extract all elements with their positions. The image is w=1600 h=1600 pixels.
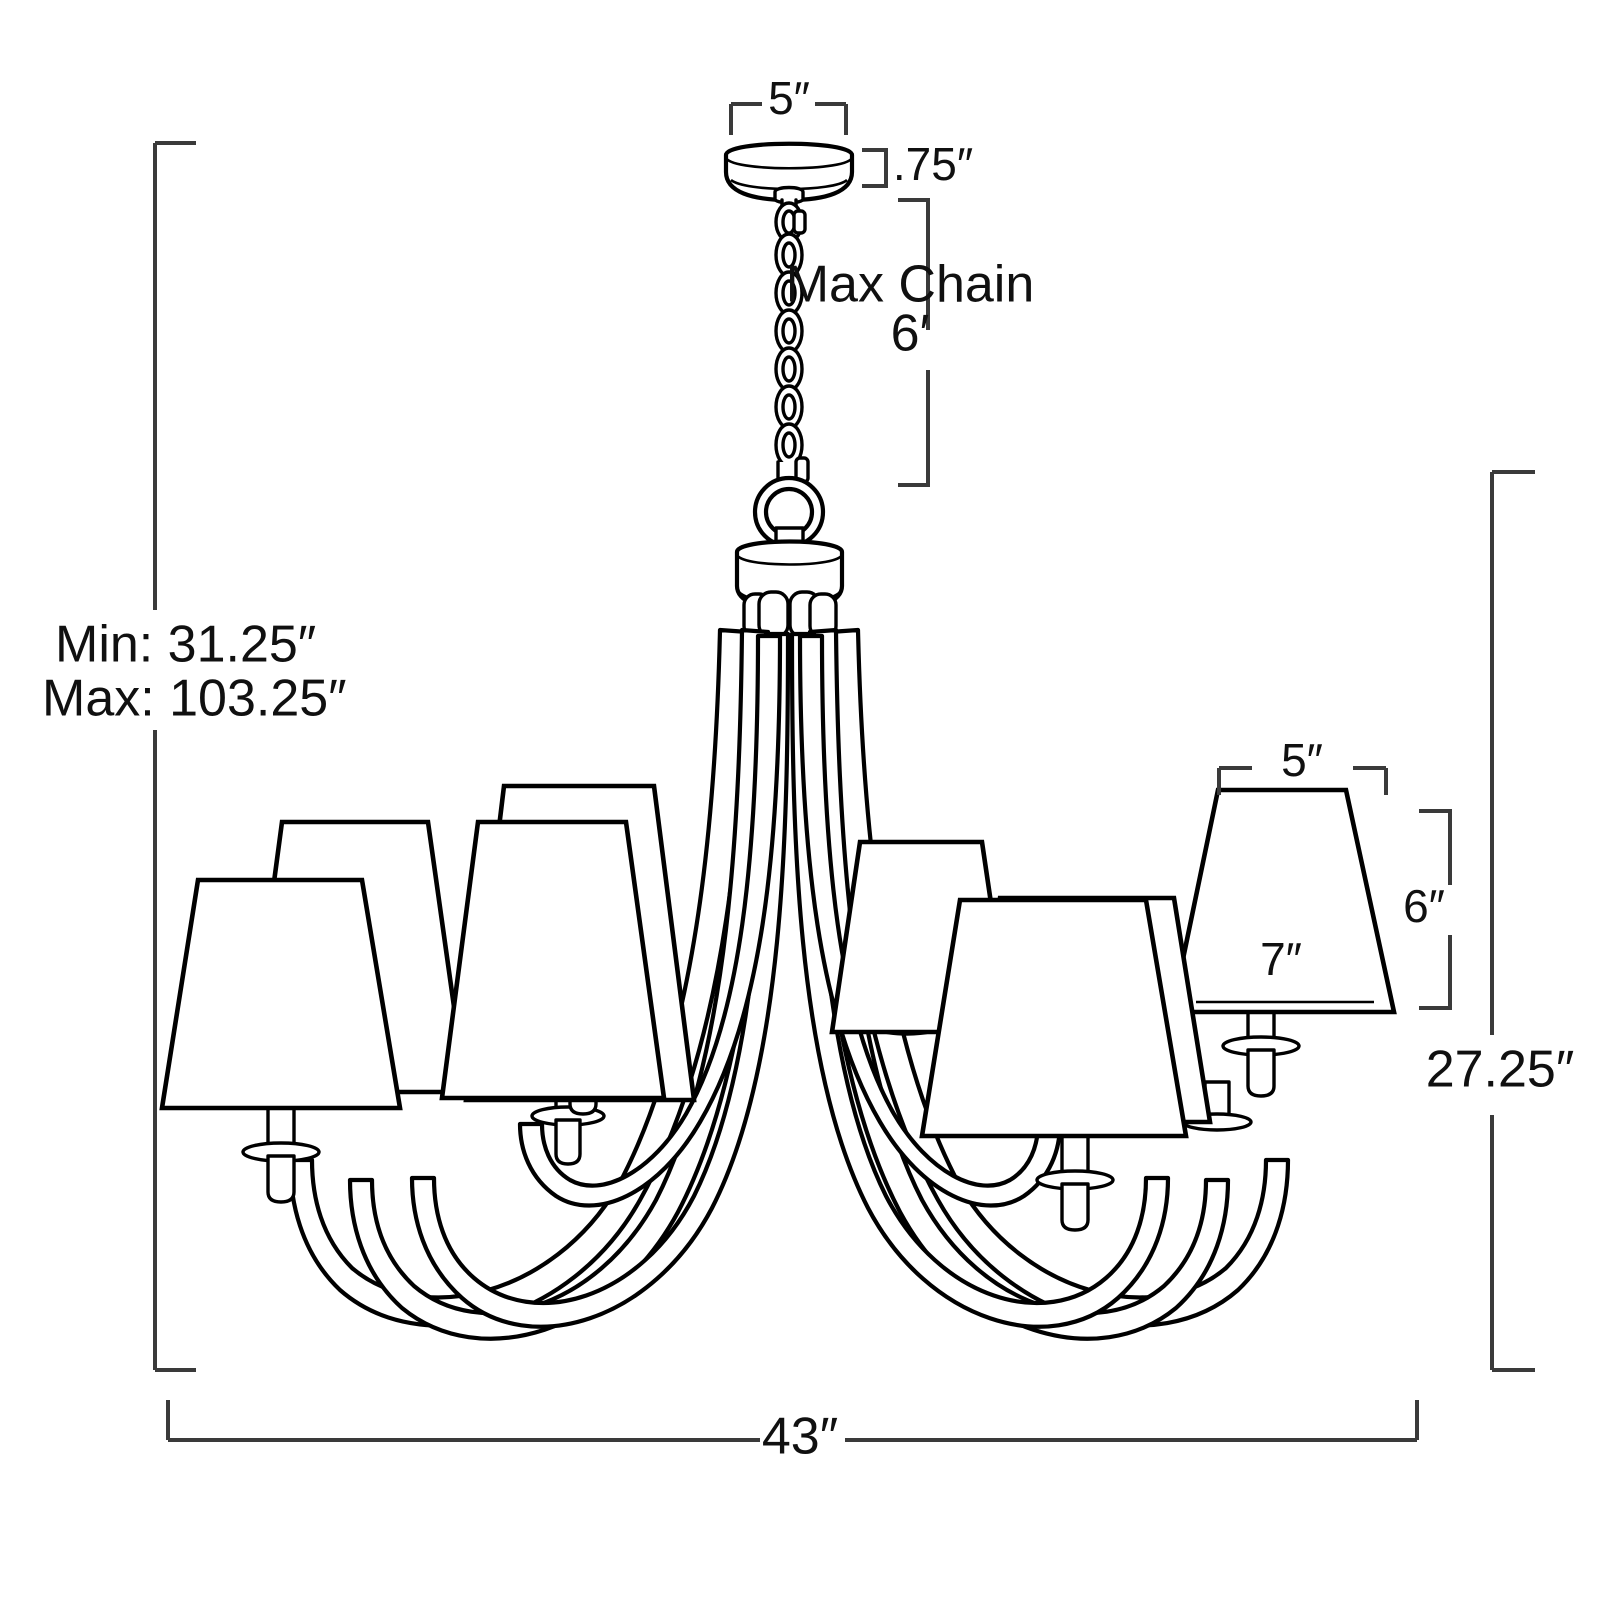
socket-front-right-base bbox=[1060, 1182, 1090, 1232]
shade-front-left bbox=[159, 877, 403, 1111]
center-column bbox=[734, 539, 845, 639]
chain-link-5-inner bbox=[781, 355, 797, 383]
arm-right-3 bbox=[789, 631, 1171, 1329]
overall-height-label-mask bbox=[40, 610, 300, 730]
overall-height-max-label: Max: 103.25″ bbox=[42, 670, 347, 728]
chain-link-4-inner bbox=[781, 317, 797, 345]
arm-left-4 bbox=[517, 633, 783, 1208]
canopy-body bbox=[723, 141, 855, 203]
body-height-label: 27.25″ bbox=[1426, 1041, 1575, 1099]
suspension-ring bbox=[752, 475, 826, 549]
socket-far-right-base bbox=[1246, 1048, 1276, 1098]
canopy-height-dimension: .75″ bbox=[862, 138, 973, 190]
socket-far-right bbox=[1221, 998, 1301, 1098]
shade-left-2 bbox=[439, 819, 667, 1101]
canopy-width-label: 5″ bbox=[768, 72, 810, 124]
max-chain-lower-lead bbox=[898, 370, 930, 487]
chain-link-2-inner bbox=[781, 241, 797, 269]
max-chain-dimension: Max Chain 6′ bbox=[786, 198, 1035, 487]
max-chain-label: Max Chain bbox=[786, 256, 1035, 314]
chain-link-6-inner bbox=[781, 393, 797, 421]
shade-height-dimension: 6″ bbox=[1403, 809, 1452, 1010]
socket-back-left-base bbox=[554, 1118, 582, 1166]
chain-link-1-side bbox=[792, 209, 807, 235]
shade-far-right bbox=[1169, 787, 1397, 1015]
column-drum-top-ellipse bbox=[735, 553, 844, 566]
canopy-width-left-tick bbox=[729, 102, 762, 135]
socket-front-left-base bbox=[266, 1154, 296, 1204]
shade-top-width-right-tick bbox=[1353, 766, 1388, 795]
arm-group bbox=[287, 627, 1291, 1341]
shade-top-width-left-tick bbox=[1217, 766, 1252, 795]
max-chain-upper-lead bbox=[898, 198, 930, 330]
shade-front-right bbox=[919, 897, 1189, 1139]
canopy bbox=[723, 141, 855, 205]
shade-bottom-width-label: 7″ bbox=[1260, 933, 1302, 985]
canopy-width-right-tick bbox=[815, 102, 848, 135]
shade-height-lower-lead bbox=[1419, 935, 1452, 1010]
body-height-dimension: 27.25″ bbox=[1400, 470, 1600, 1372]
shade-height-upper-lead bbox=[1419, 809, 1452, 885]
canopy-height-bracket bbox=[862, 148, 888, 188]
chain-link-7-inner bbox=[781, 431, 797, 459]
overall-height-min-label: Min: 31.25″ bbox=[55, 616, 316, 674]
overall-width-label: 43″ bbox=[762, 1408, 838, 1466]
shade-bottom-width-dimension: 7″ bbox=[1260, 933, 1302, 985]
shade-group bbox=[159, 783, 1397, 1139]
chain-link-3-inner bbox=[781, 279, 797, 307]
overall-height-dimension: Min: 31.25″ Max: 103.25″ bbox=[40, 141, 347, 1372]
shade-top-width-dimension: 5″ bbox=[1217, 734, 1388, 795]
max-chain-value: 6′ bbox=[891, 305, 930, 363]
canopy-width-dimension: 5″ bbox=[729, 72, 848, 135]
shade-height-label: 6″ bbox=[1403, 880, 1445, 932]
arm-right-1 bbox=[827, 627, 1291, 1328]
canopy-top-ellipse bbox=[724, 156, 854, 170]
shade-top-width-label: 5″ bbox=[1281, 734, 1323, 786]
canopy-height-label: .75″ bbox=[893, 138, 973, 190]
hanging-chain bbox=[774, 198, 810, 498]
body-height-label-mask bbox=[1400, 1035, 1600, 1115]
overall-width-dimension: 43″ bbox=[166, 1400, 1419, 1466]
arm-left-3 bbox=[409, 631, 791, 1329]
